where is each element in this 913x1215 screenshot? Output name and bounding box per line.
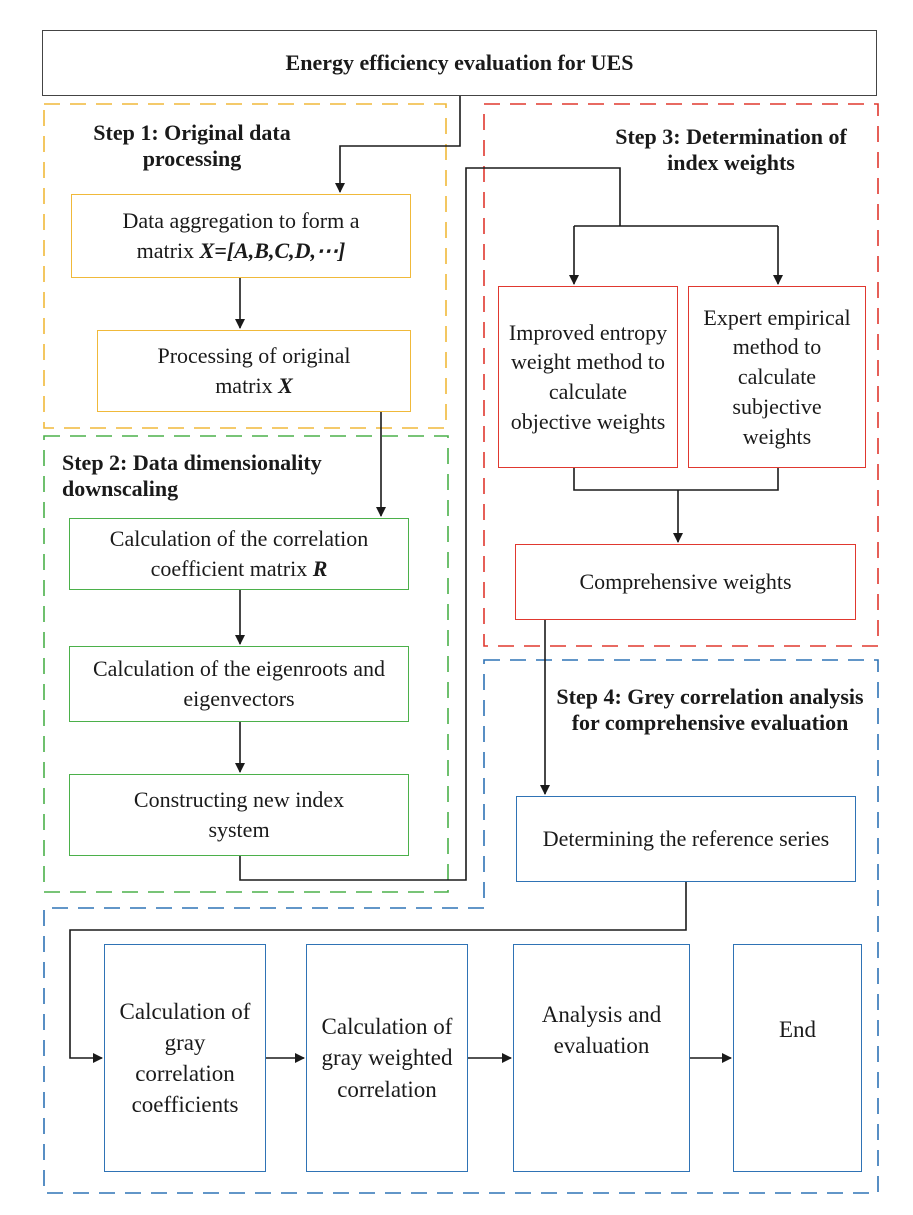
correlation-line1: Calculation of the correlation — [109, 526, 369, 552]
processing-line1: Processing of original — [157, 343, 351, 369]
arrow-reference-to-graycoef — [69, 882, 687, 1063]
processing-box: Processing of original matrix X — [97, 330, 411, 412]
end-label: End — [778, 1017, 817, 1043]
gray-coefficients-label: Calculation of gray correlation coeffici… — [119, 998, 251, 1118]
comprehensive-weights-box: Comprehensive weights — [515, 544, 856, 620]
step3-region — [483, 103, 879, 647]
end-box: End — [733, 944, 862, 1172]
gray-coefficients-box: Calculation of gray correlation coeffici… — [104, 944, 266, 1172]
processing-prefix: matrix — [215, 373, 279, 398]
reference-series-box: Determining the reference series — [516, 796, 856, 882]
aggregation-box: Data aggregation to form a matrix X=[A,B… — [71, 194, 411, 278]
gray-weighted-box: Calculation of gray weighted correlation — [306, 944, 468, 1172]
step4-title: Step 4: Grey correlation analysis for co… — [556, 684, 864, 736]
step2-title: Step 2: Data dimensionality downscaling — [62, 450, 322, 502]
correlation-matrix-box: Calculation of the correlation coefficie… — [69, 518, 409, 590]
connector-weights-merge — [573, 468, 779, 491]
connector-newindex-to-step3 — [239, 167, 621, 881]
correlation-formula: R — [312, 556, 328, 581]
analysis-label: Analysis and evaluation — [541, 1001, 662, 1058]
step4-region — [43, 659, 879, 1194]
step3-title: Step 3: Determination of index weights — [615, 124, 847, 176]
expert-label: Expert empirical method to calculate sub… — [703, 304, 851, 449]
entropy-box: Improved entropy weight method to calcul… — [498, 286, 678, 468]
expert-box: Expert empirical method to calculate sub… — [688, 286, 866, 468]
aggregation-formula: X=[A,B,C,D,⋯] — [199, 238, 346, 263]
gray-weighted-label: Calculation of gray weighted correlation — [321, 1014, 453, 1102]
aggregation-prefix: matrix — [136, 238, 200, 263]
eigen-label: Calculation of the eigenroots and eigenv… — [92, 656, 386, 711]
diagram-title: Energy efficiency evaluation for UES — [285, 50, 634, 76]
title-box: Energy efficiency evaluation for UES — [42, 30, 877, 96]
step1-title: Step 1: Original data processing — [93, 120, 291, 172]
step1-region — [43, 103, 447, 429]
entropy-label: Improved entropy weight method to calcul… — [508, 319, 668, 434]
step2-region — [43, 435, 449, 893]
new-index-label: Constructing new index system — [133, 787, 345, 842]
correlation-prefix: coefficient matrix — [150, 556, 313, 581]
new-index-box: Constructing new index system — [69, 774, 409, 856]
comprehensive-weights-label: Comprehensive weights — [579, 569, 792, 595]
processing-formula: X — [278, 373, 293, 398]
arrow-title-to-aggregation — [335, 96, 461, 193]
reference-series-label: Determining the reference series — [542, 826, 830, 852]
analysis-box: Analysis and evaluation — [513, 944, 690, 1172]
eigen-box: Calculation of the eigenroots and eigenv… — [69, 646, 409, 722]
aggregation-line1: Data aggregation to form a — [122, 208, 360, 234]
